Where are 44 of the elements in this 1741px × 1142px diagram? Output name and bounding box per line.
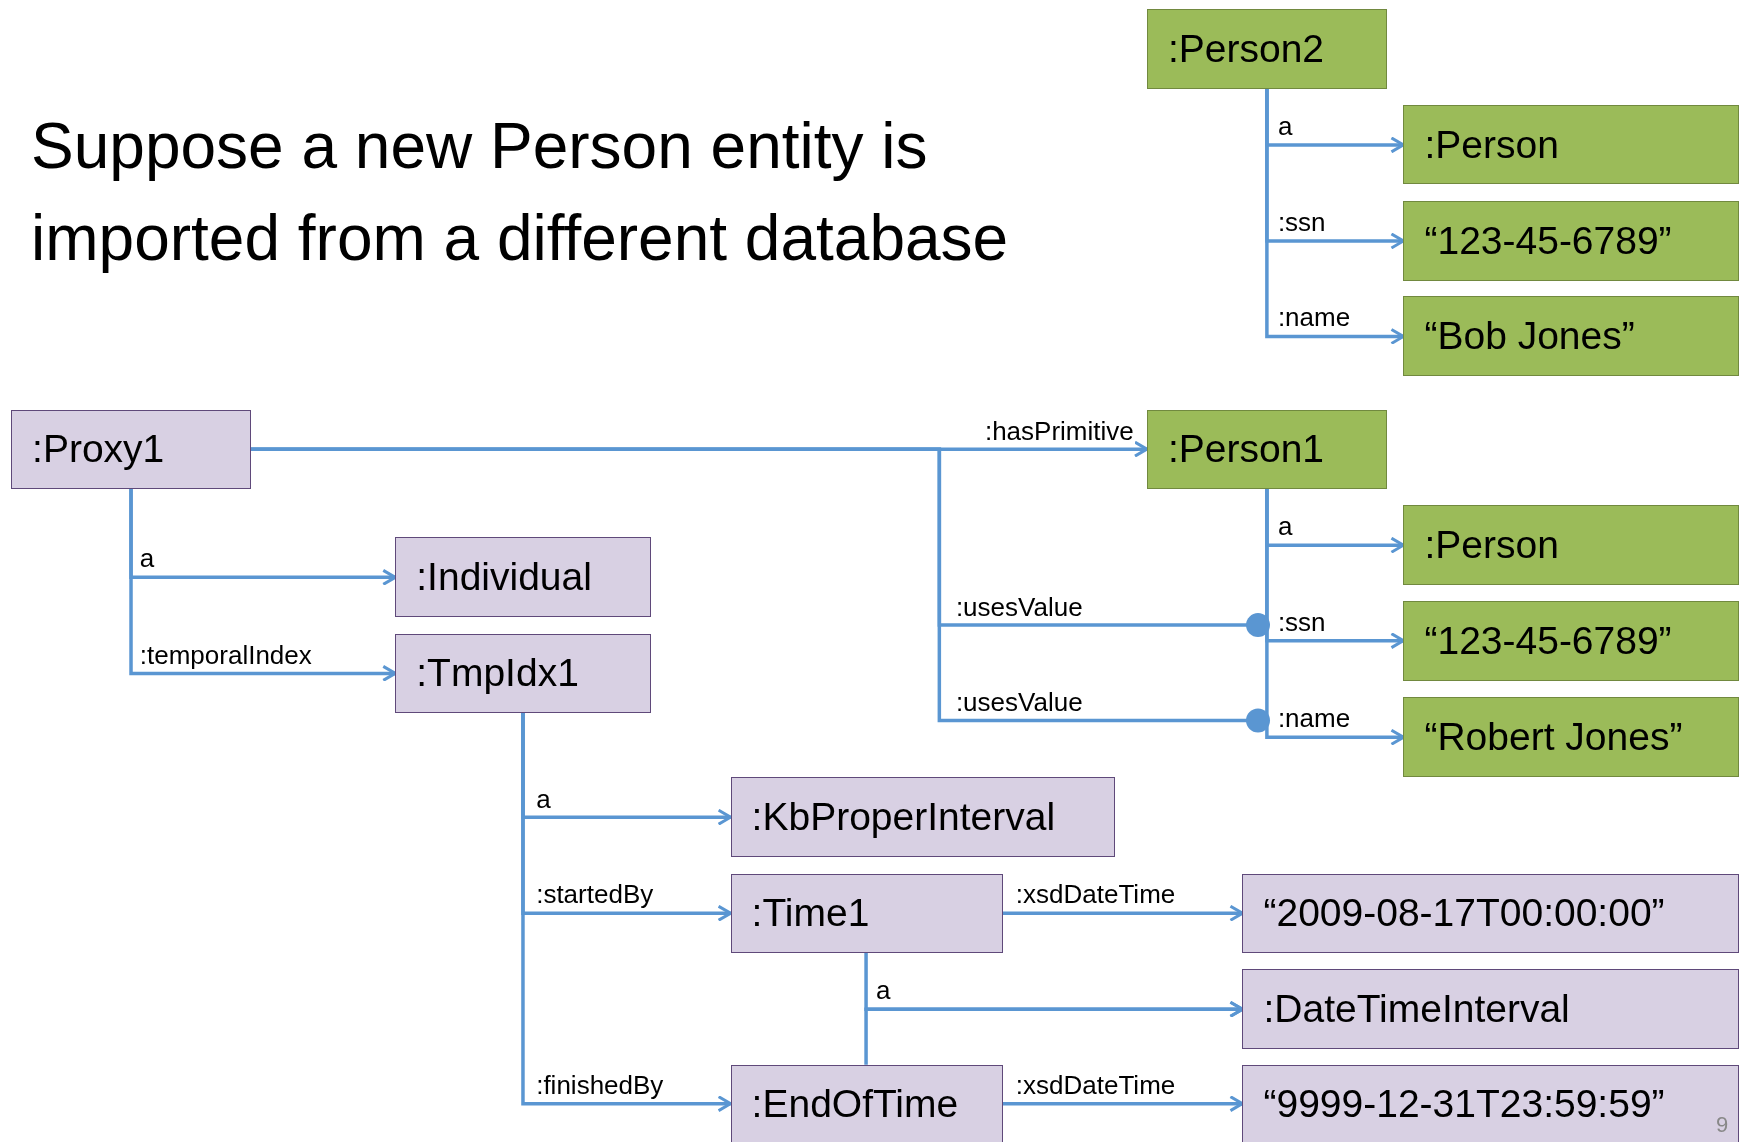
node-box bbox=[1146, 8, 1387, 89]
node-label: :Individual bbox=[416, 555, 592, 600]
node-box bbox=[1146, 409, 1387, 489]
arrow bbox=[864, 1000, 1244, 1065]
node-box bbox=[11, 409, 251, 489]
node-label: :Time1 bbox=[751, 891, 870, 936]
node-box bbox=[730, 873, 1003, 953]
arrow bbox=[1265, 488, 1405, 746]
node-label: “9999-12-31T23:59:59” bbox=[1263, 1081, 1665, 1126]
node-label: :Person2 bbox=[1167, 26, 1325, 71]
node-box bbox=[1403, 600, 1739, 681]
node-box bbox=[1403, 105, 1739, 185]
node-box bbox=[1242, 873, 1739, 953]
node-box bbox=[730, 777, 1115, 858]
node-label: “123-45-6789” bbox=[1424, 618, 1672, 663]
page-number: 9 bbox=[1716, 1112, 1729, 1138]
node-label: :TmpIdx1 bbox=[416, 651, 579, 696]
node-label: :Person bbox=[1424, 122, 1559, 167]
node-box bbox=[1242, 1064, 1739, 1142]
node-box bbox=[1403, 697, 1739, 778]
node-label: :DateTimeInterval bbox=[1263, 987, 1570, 1032]
node-box bbox=[395, 634, 651, 713]
slide-title: Suppose a new Person entity is imported from a different database bbox=[31, 109, 1010, 276]
node-box bbox=[395, 537, 651, 618]
node-box bbox=[1403, 505, 1739, 586]
node-box bbox=[1403, 296, 1739, 377]
node-label: :Person1 bbox=[1167, 427, 1325, 472]
node-label: :EndOfTime bbox=[751, 1081, 959, 1126]
node-label: “2009-08-17T00:00:00” bbox=[1263, 891, 1665, 936]
arrow bbox=[521, 712, 733, 1113]
node-label: “Bob Jones” bbox=[1424, 314, 1635, 359]
node-box bbox=[730, 1064, 1003, 1142]
arrow bbox=[1002, 1095, 1244, 1113]
node-box bbox=[1403, 200, 1739, 281]
node-label: :Person bbox=[1424, 523, 1559, 568]
node-label: “Robert Jones” bbox=[1424, 715, 1683, 760]
arrow bbox=[129, 488, 397, 682]
arrow bbox=[1265, 88, 1405, 345]
arrow bbox=[1002, 904, 1244, 922]
node-label: :Proxy1 bbox=[32, 427, 165, 472]
node-box bbox=[1242, 969, 1739, 1050]
node-label: :KbProperInterval bbox=[751, 795, 1056, 840]
node-label: “123-45-6789” bbox=[1424, 218, 1672, 263]
dot-connector bbox=[250, 447, 1270, 733]
